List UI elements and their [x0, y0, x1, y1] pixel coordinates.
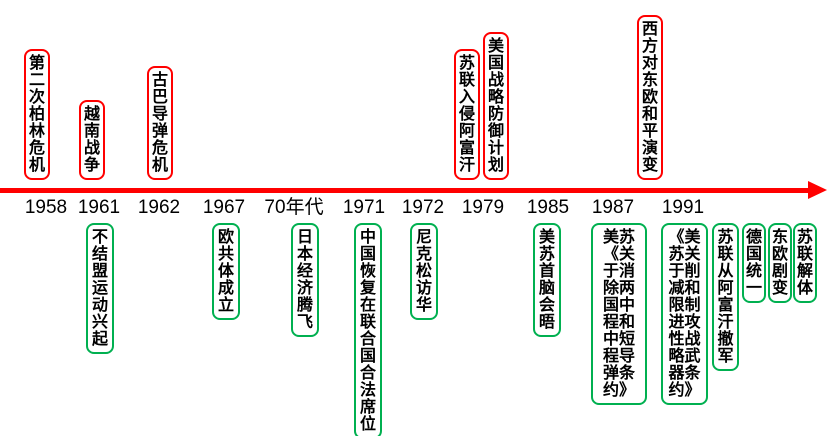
event-box-us-strategic-defense-initiative: 美 国 战 略 防 御 计 划 — [483, 32, 509, 180]
year-label-1985: 1985 — [526, 197, 570, 218]
year-label-1987: 1987 — [591, 197, 635, 218]
event-box-soviet-union-dissolution: 苏 联 解 体 — [793, 223, 817, 303]
year-label-1991: 1991 — [661, 197, 705, 218]
year-label-1961: 1961 — [77, 197, 121, 218]
event-box-vietnam-war: 越 南 战 争 — [79, 100, 105, 180]
event-box-non-aligned-movement: 不 结 盟 运 动 兴 起 — [86, 223, 114, 354]
timeline-arrowhead-icon — [808, 181, 827, 199]
timeline-axis — [0, 188, 812, 193]
event-box-us-soviet-summit: 美 苏 首 脑 会 晤 — [533, 223, 561, 337]
year-label-1967: 1967 — [202, 197, 246, 218]
year-label-1979: 1979 — [461, 197, 505, 218]
event-box-soviet-invasion-afghanistan: 苏 联 入 侵 阿 富 汗 — [454, 49, 480, 180]
event-box-japan-economic-takeoff: 日 本 经 济 腾 飞 — [291, 223, 319, 337]
event-box-european-community-founded: 欧 共 体 成 立 — [212, 223, 240, 320]
event-box-inf-treaty: 美苏 《关 于消 除两 国中 程和 中短 程导 弹条 约》 — [591, 223, 647, 405]
year-label-70s: 70年代 — [264, 197, 324, 218]
event-box-cuban-missile-crisis: 古 巴 导 弹 危 机 — [147, 66, 173, 180]
event-box-nixon-visits-china: 尼 克 松 访 华 — [410, 223, 438, 320]
event-box-second-berlin-crisis: 第 二 次 柏 林 危 机 — [24, 49, 50, 180]
event-box-start-treaty: 《美 苏关 于削 减和 限制 进攻 性战 略武 器条 约》 — [661, 223, 708, 405]
year-label-1972: 1972 — [401, 197, 445, 218]
event-box-eastern-europe-upheaval: 东 欧 剧 变 — [768, 223, 792, 303]
event-box-soviet-withdrawal-afghanistan: 苏 联 从 阿 富 汗 撤 军 — [712, 223, 739, 371]
year-label-1962: 1962 — [137, 197, 181, 218]
year-label-1958: 1958 — [24, 197, 68, 218]
event-box-china-un-seat-restored: 中 国 恢 复 在 联 合 国 合 法 席 位 — [354, 223, 382, 436]
event-box-western-peaceful-evolution: 西 方 对 东 欧 和 平 演 变 — [637, 15, 663, 180]
event-box-german-reunification: 德 国 统 一 — [742, 223, 766, 303]
year-label-1971: 1971 — [342, 197, 386, 218]
